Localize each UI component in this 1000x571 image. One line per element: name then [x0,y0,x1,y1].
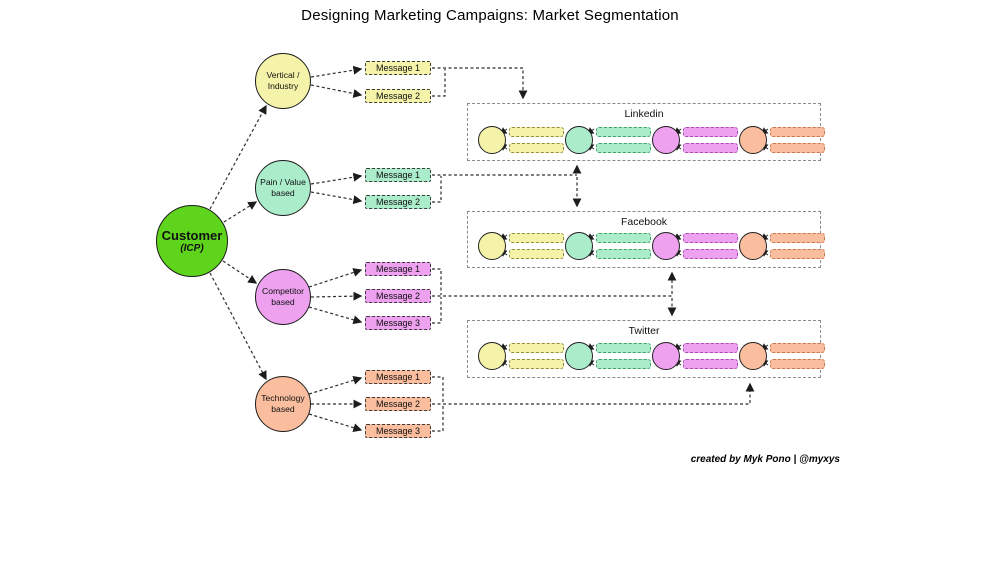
message-box: Message 2 [365,195,431,209]
audience-circle [565,126,593,154]
message-slot [683,233,738,243]
message-slot [770,343,825,353]
segment-label: based [271,297,295,307]
segment-label: based [271,404,295,414]
segment-node-vertical-industry: Vertical / Industry [255,53,311,109]
message-box: Message 2 [365,89,431,103]
audience-group [565,342,652,370]
segment-node-technology: Technology based [255,376,311,432]
audience-circle [739,342,767,370]
audience-circle [478,342,506,370]
customer-node-subtitle: (ICP) [180,243,204,254]
audience-circle [652,342,680,370]
diagram-title: Designing Marketing Campaigns: Market Se… [301,7,679,24]
segment-node-competitor: Competitor based [255,269,311,325]
message-box: Message 1 [365,61,431,75]
message-slot [683,143,738,153]
audience-group [565,232,652,260]
message-slot [596,249,651,259]
segment-label: Technology [261,393,305,404]
audience-group [739,232,826,260]
channel-title: Facebook [620,216,668,228]
customer-icp-node: Customer (ICP) [156,205,228,277]
credit-text: created by Myk Pono | @myxys [690,454,840,465]
channel-title: Linkedin [624,108,664,120]
message-slot [509,343,564,353]
audience-group [565,126,652,154]
channel-panel-facebook: Facebook [467,211,825,268]
message-slot [596,143,651,153]
message-slot [596,359,651,369]
segment-label: Competitor [261,286,305,297]
message-box: Message 2 [365,289,431,303]
segment-label: Pain / Value [260,177,306,188]
message-slot [509,143,564,153]
message-box: Message 3 [365,424,431,438]
message-slot [770,249,825,259]
segment-label: based [271,188,295,198]
audience-circle [478,232,506,260]
message-box: Message 1 [365,168,431,182]
audience-group [739,126,826,154]
message-slot [509,249,564,259]
audience-group [478,126,565,154]
message-slot [596,127,651,137]
customer-to-segment-arrows [209,104,267,381]
message-to-channel-connectors [432,67,755,432]
audience-circle [739,232,767,260]
audience-circle [739,126,767,154]
audience-group [652,342,739,370]
message-box: Message 1 [365,262,431,276]
message-slot [683,359,738,369]
segment-label: Vertical / [266,70,300,81]
audience-circle [565,232,593,260]
audience-group [739,342,826,370]
audience-circle [652,126,680,154]
message-slot [770,143,825,153]
message-slot [596,343,651,353]
audience-group [478,232,565,260]
audience-circle [478,126,506,154]
segment-label: Industry [267,81,299,91]
audience-group [652,232,739,260]
message-slot [509,233,564,243]
message-slot [770,233,825,243]
audience-circle [565,342,593,370]
message-slot [683,127,738,137]
segment-node-pain-value: Pain / Value based [255,160,311,216]
audience-circle [652,232,680,260]
message-slot [509,127,564,137]
audience-group [478,342,565,370]
audience-group [652,126,739,154]
message-slot [770,127,825,137]
message-box: Message 2 [365,397,431,411]
channel-panel-linkedin: Linkedin [467,103,825,161]
message-slot [683,343,738,353]
message-slot [596,233,651,243]
message-slot [683,249,738,259]
message-slot [509,359,564,369]
message-box: Message 1 [365,370,431,384]
message-box: Message 3 [365,316,431,330]
message-slot [770,359,825,369]
segment-to-message-arrows [308,65,363,433]
channel-title: Twitter [628,325,660,337]
customer-node-title: Customer [161,228,223,243]
channel-panel-twitter: Twitter [467,320,825,378]
